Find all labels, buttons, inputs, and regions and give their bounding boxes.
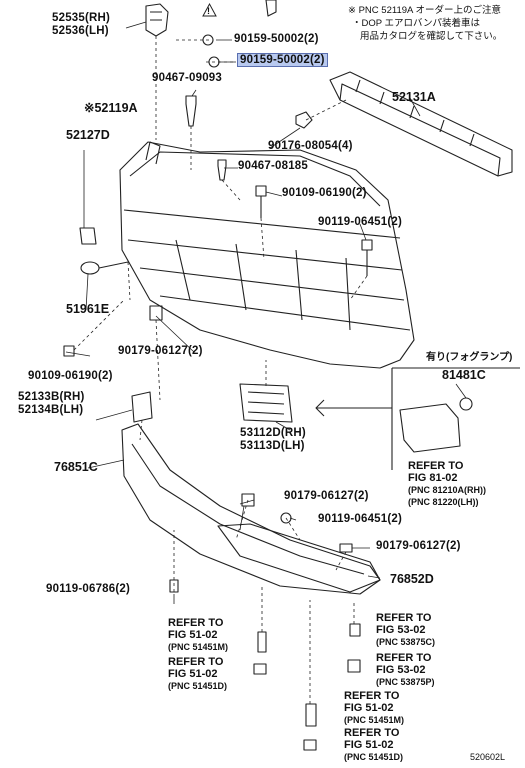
fastener-51451m-b [305, 703, 317, 727]
fastener-53875c [349, 623, 361, 637]
label-90467-a: 90467-09093 [152, 72, 222, 84]
tow-hook-51961e [80, 261, 100, 275]
header-note-line2: ・DOP エアロバンパ装着車は [352, 18, 481, 29]
fog-bulb-81481c [459, 397, 473, 411]
label-90467-b: 90467-08185 [238, 160, 308, 172]
label-76851c: 76851C [54, 460, 98, 474]
label-90179-c: 90179-06127(2) [376, 540, 461, 552]
clip-90467-b [217, 159, 227, 181]
label-52131a: 52131A [392, 90, 436, 104]
header-note-line1: ※ PNC 52119A オーダー上のご注意 [348, 5, 501, 16]
label-90119-a: 90119-06451(2) [318, 216, 403, 228]
clip-90176 [295, 111, 313, 129]
label-52133b: 52133B(RH) [18, 391, 85, 403]
figure-number: 520602L [470, 752, 506, 762]
label-51961e: 51961E [66, 302, 110, 316]
fastener-51451d-a [253, 663, 267, 675]
clip-90179-b [241, 493, 255, 507]
part-52127d [79, 227, 97, 245]
fog-note: 有り(フォグランプ) [426, 352, 513, 363]
label-76852d: 76852D [390, 572, 434, 586]
bolt-90119-a [361, 239, 373, 276]
fastener-51451m-a [257, 631, 267, 653]
label-90109-a: 90109-06190(2) [282, 187, 367, 199]
fender-bracket [265, 0, 277, 17]
label-53112d: 53112D(RH) [240, 427, 306, 439]
clip-90179-a [149, 305, 163, 321]
fog-lamp [399, 403, 461, 453]
grille-insert-53112d [239, 383, 293, 423]
label-90159-b-highlighted[interactable]: 90159-50002(2) [237, 53, 328, 67]
bolt-90109-b [63, 345, 75, 357]
label-53113d: 53113D(LH) [240, 440, 305, 452]
bolt-90119-c [169, 579, 179, 593]
label-90109-b: 90109-06190(2) [28, 370, 113, 382]
clip-90179-c [339, 543, 353, 553]
label-90179-b: 90179-06127(2) [284, 490, 369, 502]
label-52119a: ※52119A [84, 101, 138, 115]
label-90159-a: 90159-50002(2) [234, 33, 319, 45]
bumper-cover-52119a [119, 141, 415, 369]
label-90119-b: 90119-06451(2) [318, 513, 403, 525]
warning-triangle-icon [202, 2, 217, 17]
label-52536: 52536(LH) [52, 25, 109, 37]
header-note-line3: 用品カタログを確認して下さい。 [360, 31, 503, 42]
fastener-51451d-b [303, 739, 317, 751]
label-81481c: 81481C [442, 368, 486, 382]
fastener-53875p [347, 659, 361, 673]
assembly-arrow [315, 399, 392, 417]
label-52134b: 52134B(LH) [18, 404, 84, 416]
bolt-90109-a [255, 185, 267, 218]
label-52535: 52535(RH) [52, 12, 111, 24]
warning-mark: ! [207, 6, 210, 16]
label-90176: 90176-08054(4) [268, 140, 353, 152]
label-90119-c: 90119-06786(2) [46, 583, 131, 595]
label-52127d: 52127D [66, 128, 110, 142]
lower-grille-76852d [217, 523, 381, 593]
bracket-52133b [131, 391, 153, 423]
clip-90467-a [185, 95, 197, 127]
label-90179-a: 90179-06127(2) [118, 345, 203, 357]
bracket-52535 [145, 3, 169, 37]
